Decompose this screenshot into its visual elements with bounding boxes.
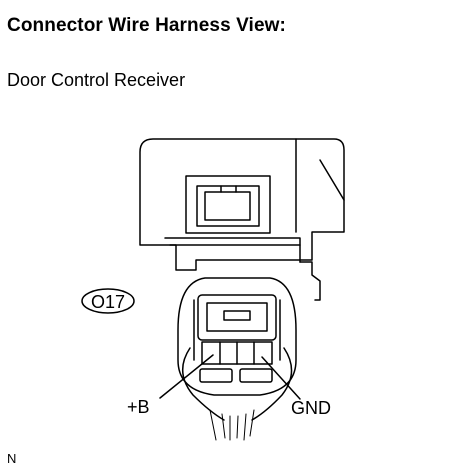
page-title: Connector Wire Harness View: bbox=[7, 15, 286, 36]
terminal-callouts: +B GND bbox=[127, 354, 331, 418]
figure-mark: N bbox=[7, 451, 17, 466]
component-name: Door Control Receiver bbox=[7, 70, 186, 90]
connector-code-badge: O17 bbox=[81, 288, 135, 314]
terminal-label-gnd: GND bbox=[291, 398, 331, 418]
receiver-body bbox=[139, 138, 345, 301]
terminal-label-plus-b: +B bbox=[127, 397, 150, 417]
harness-connector bbox=[177, 277, 297, 441]
connector-code: O17 bbox=[91, 292, 125, 312]
